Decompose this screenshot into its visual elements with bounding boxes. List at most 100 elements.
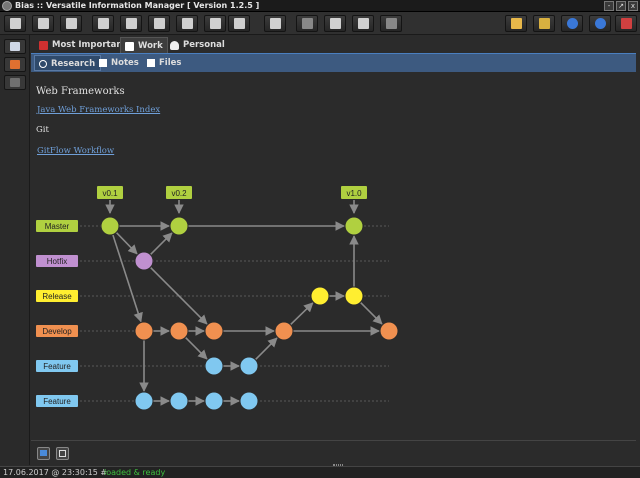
flag-icon (39, 41, 48, 50)
stack-button[interactable] (204, 15, 226, 32)
link-java-web-frameworks[interactable]: Java Web Frameworks Index (37, 105, 161, 115)
secondary-tabs: Research Notes Files (31, 54, 636, 72)
exit-button[interactable] (615, 15, 637, 32)
info-icon (595, 18, 606, 29)
branch-label: Feature (43, 397, 71, 406)
history-button[interactable] (4, 57, 26, 72)
print-preview-button[interactable] (60, 15, 82, 32)
commit-node (134, 251, 154, 271)
gitflow-diagram: MasterHotfixReleaseDevelopFeatureFeature… (36, 186, 399, 411)
save-button[interactable] (176, 15, 198, 32)
version-tag-box (341, 186, 367, 199)
commit-node (379, 321, 399, 341)
monitor-icon (40, 450, 47, 456)
monitor-button[interactable] (37, 447, 50, 460)
package-icon (539, 18, 550, 29)
text-git: Git (36, 125, 49, 135)
maximize-button[interactable]: ↗ (616, 1, 626, 11)
wrench-button[interactable] (505, 15, 527, 32)
printer-icon (38, 18, 49, 29)
commit-node (169, 391, 189, 411)
last-button[interactable] (380, 15, 402, 32)
version-tag: v0.2 (171, 189, 187, 198)
menu-button[interactable] (4, 15, 26, 32)
tab-personal[interactable]: Personal (166, 37, 229, 54)
list-button[interactable] (4, 75, 26, 90)
branch-label: Release (42, 292, 72, 301)
flow-arrow (112, 234, 143, 323)
tab-work[interactable]: Work (120, 37, 168, 54)
branch-label-box (36, 360, 78, 372)
app-icon[interactable] (2, 1, 12, 11)
commit-node (100, 216, 120, 236)
link-gitflow-workflow[interactable]: GitFlow Workflow (37, 146, 115, 156)
person-icon (170, 41, 179, 50)
folder-icon (147, 59, 155, 67)
resize-grip[interactable] (333, 464, 343, 466)
document-content[interactable]: Web Frameworks Java Web Frameworks Index… (31, 72, 636, 440)
bottom-toolbar (31, 440, 636, 465)
branch-label: Hotfix (47, 257, 67, 266)
tab-files[interactable]: Files (143, 55, 186, 71)
commit-node (344, 216, 364, 236)
toolbar (0, 12, 640, 35)
last-icon (386, 18, 397, 29)
print-preview-icon (66, 18, 77, 29)
commit-node (169, 321, 189, 341)
tab-label: Files (159, 58, 182, 68)
version-tag-box (97, 186, 123, 199)
branch-label: Feature (43, 362, 71, 371)
commit-node (134, 321, 154, 341)
flow-arrow (289, 302, 314, 326)
edit-button[interactable] (56, 447, 69, 460)
main-panel: Most Important Work Personal Research No… (31, 35, 636, 465)
commit-node (239, 391, 259, 411)
tab-research[interactable]: Research (34, 55, 102, 71)
new-document-button[interactable] (148, 15, 170, 32)
wrench-icon (511, 18, 522, 29)
forward-button[interactable] (352, 15, 374, 32)
flow-arrow (254, 337, 278, 361)
commit-node (204, 356, 224, 376)
trash-button[interactable] (228, 15, 250, 32)
cut-icon (126, 18, 137, 29)
search-icon (39, 60, 47, 68)
lock-button[interactable] (264, 15, 286, 32)
status-time: 17.06.2017 @ 23:30:15 # (3, 468, 108, 477)
branch-label-box (36, 220, 78, 232)
tab-label: Notes (111, 58, 139, 68)
tab-label: Work (138, 41, 163, 51)
back-button[interactable] (324, 15, 346, 32)
tab-label: Most Important (52, 40, 127, 50)
branch-label-box (36, 290, 78, 302)
stack-icon (210, 18, 221, 29)
pin-button[interactable] (92, 15, 114, 32)
search-icon (10, 42, 20, 51)
tab-notes[interactable]: Notes (95, 55, 144, 71)
lock-icon (270, 18, 281, 29)
list-icon (10, 78, 20, 87)
version-tag: v0.1 (102, 189, 118, 198)
left-sidebar (0, 35, 30, 465)
first-button[interactable] (296, 15, 318, 32)
printer-button[interactable] (32, 15, 54, 32)
commit-node (134, 391, 154, 411)
close-button[interactable]: x (628, 1, 638, 11)
flow-arrow (149, 266, 208, 325)
tab-most-important[interactable]: Most Important (35, 37, 130, 54)
tab-label: Research (51, 59, 96, 69)
status-state: loaded & ready (104, 468, 166, 477)
branch-label: Develop (42, 327, 72, 336)
minimize-button[interactable]: - (604, 1, 614, 11)
cut-button[interactable] (120, 15, 142, 32)
help-icon (567, 18, 578, 29)
help-button[interactable] (561, 15, 583, 32)
search-button[interactable] (4, 39, 26, 54)
package-button[interactable] (533, 15, 555, 32)
tab-label: Personal (183, 40, 225, 50)
menu-icon (10, 18, 21, 29)
commit-node (344, 286, 364, 306)
info-button[interactable] (589, 15, 611, 32)
branch-label-box (36, 395, 78, 407)
back-icon (330, 18, 341, 29)
